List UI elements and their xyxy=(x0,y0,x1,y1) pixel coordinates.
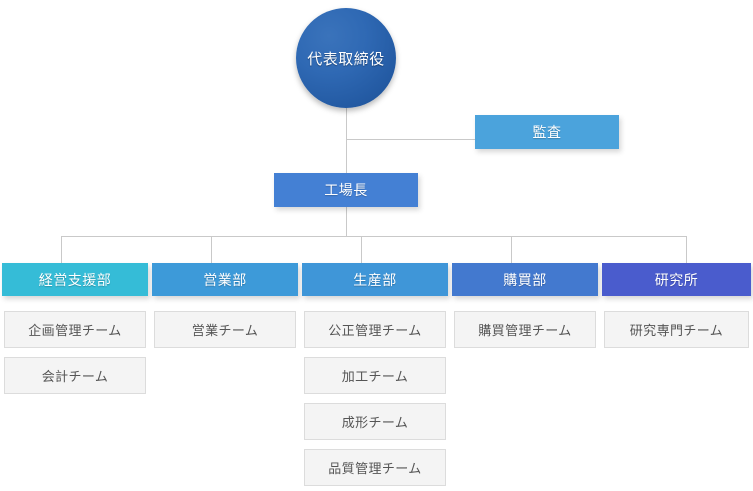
node-audit[interactable]: 監査 xyxy=(475,115,619,149)
node-department-label: 営業部 xyxy=(203,271,247,288)
node-plant-manager-label: 工場長 xyxy=(324,182,368,198)
node-ceo-label: 代表取締役 xyxy=(307,50,385,68)
connector-drop-dept-1 xyxy=(61,236,62,263)
node-ceo[interactable]: 代表取締役 xyxy=(296,8,396,108)
node-team[interactable]: 営業チーム xyxy=(154,311,296,348)
node-team-label: 加工チーム xyxy=(341,369,409,384)
node-department-eigyo[interactable]: 営業部 xyxy=(152,263,298,296)
node-team-label: 研究専門チーム xyxy=(629,323,724,338)
node-team[interactable]: 購買管理チーム xyxy=(454,311,596,348)
connector-plant-vertical xyxy=(346,207,347,236)
node-team-label: 企画管理チーム xyxy=(28,323,122,338)
connector-drop-dept-2 xyxy=(211,236,212,263)
node-audit-label: 監査 xyxy=(532,124,562,140)
connector-drop-dept-5 xyxy=(686,236,687,263)
node-department-kenkyujo[interactable]: 研究所 xyxy=(602,263,751,296)
node-department-seisan[interactable]: 生産部 xyxy=(302,263,448,296)
node-department-kobai[interactable]: 購買部 xyxy=(452,263,598,296)
node-department-label: 購買部 xyxy=(503,271,547,288)
node-team-label: 購買管理チーム xyxy=(478,323,572,338)
node-team[interactable]: 加工チーム xyxy=(304,357,446,394)
connector-drop-dept-4 xyxy=(511,236,512,263)
node-team-label: 品質管理チーム xyxy=(328,461,422,476)
node-team-label: 成形チーム xyxy=(341,415,409,430)
node-department-label: 経営支援部 xyxy=(38,271,112,288)
node-team-label: 公正管理チーム xyxy=(328,323,422,338)
connector-ceo-to-audit xyxy=(346,139,475,140)
node-department-label: 研究所 xyxy=(654,271,699,288)
node-team[interactable]: 品質管理チーム xyxy=(304,449,446,486)
node-plant-manager[interactable]: 工場長 xyxy=(274,173,418,207)
node-department-label: 生産部 xyxy=(353,271,397,288)
node-team[interactable]: 公正管理チーム xyxy=(304,311,446,348)
node-team[interactable]: 成形チーム xyxy=(304,403,446,440)
node-team-label: 営業チーム xyxy=(191,323,259,338)
connector-ceo-vertical xyxy=(346,108,347,174)
connector-department-bus xyxy=(61,236,686,237)
node-department-keiei-shien[interactable]: 経営支援部 xyxy=(2,263,148,296)
node-team[interactable]: 企画管理チーム xyxy=(4,311,146,348)
node-team[interactable]: 会計チーム xyxy=(4,357,146,394)
node-team[interactable]: 研究専門チーム xyxy=(604,311,749,348)
node-team-label: 会計チーム xyxy=(41,369,109,384)
connector-drop-dept-3 xyxy=(361,236,362,263)
